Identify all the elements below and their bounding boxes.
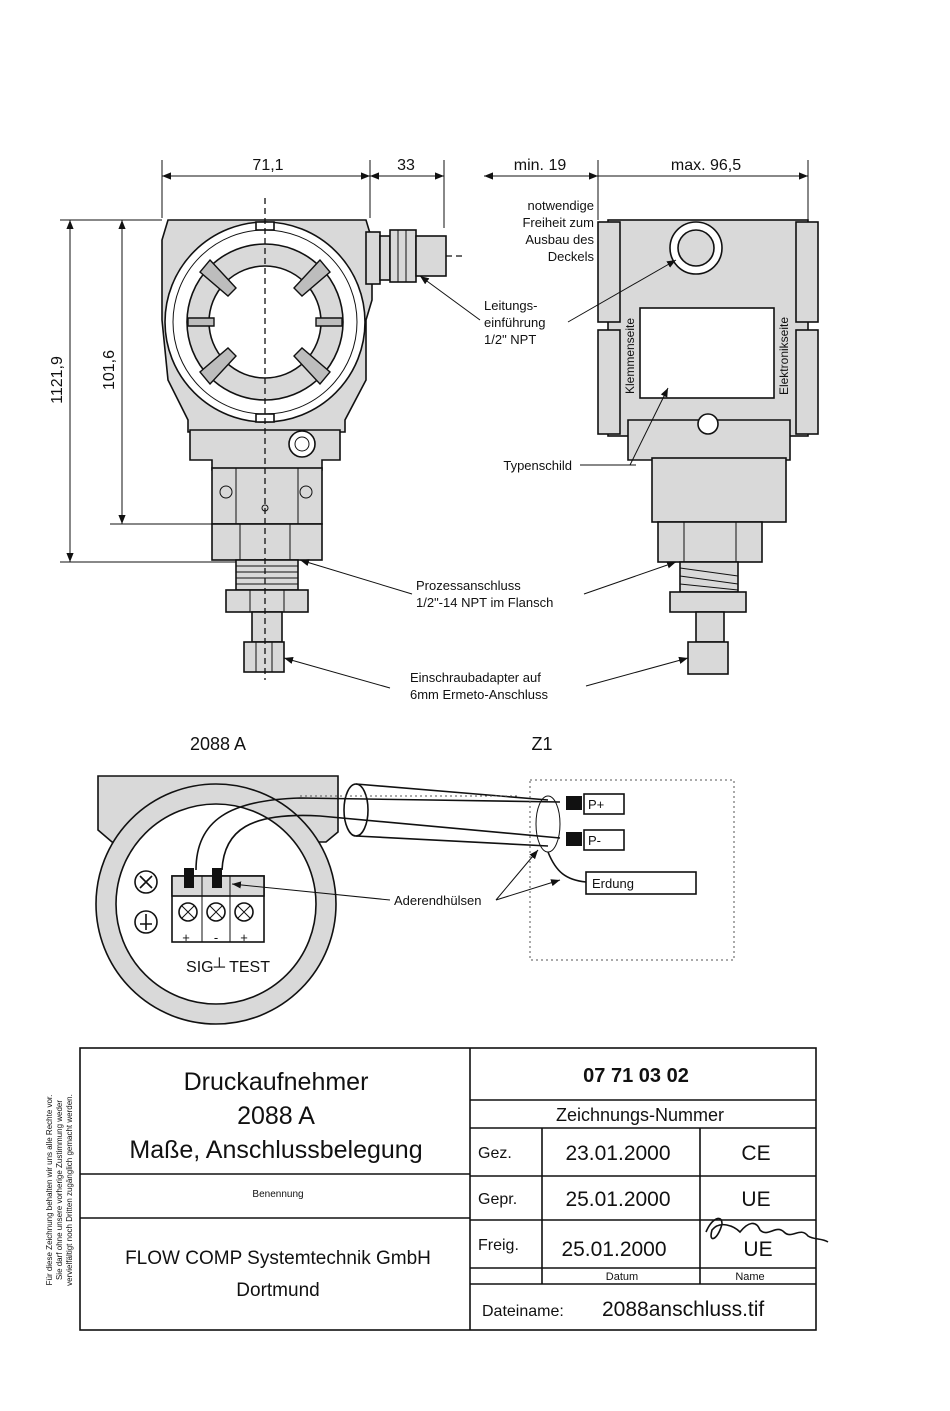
gepr-label: Gepr. [478, 1191, 517, 1208]
side-note-3: vervielfältigt noch Dritten zugänglich g… [65, 1094, 74, 1286]
note-freiheit-4: Deckels [548, 249, 595, 264]
p-plus-label: P+ [588, 797, 604, 812]
prozess-label-1: Prozessanschluss [416, 578, 521, 593]
signature [705, 1217, 829, 1243]
terminal-plus: + [182, 930, 190, 945]
note-freiheit-2: Freiheit zum [522, 215, 594, 230]
gepr-name: UE [741, 1188, 770, 1211]
front-view [161, 198, 462, 680]
einschraub-label-2: 6mm Ermeto-Anschluss [410, 687, 548, 702]
benennung-label: Benennung [252, 1189, 303, 1200]
gez-date: 23.01.2000 [565, 1142, 670, 1165]
note-leitung-2: einführung [484, 315, 545, 330]
note-leitung-1: Leitungs- [484, 298, 537, 313]
title-block [79, 1047, 817, 1331]
dim-33: 33 [397, 157, 415, 174]
dim-min-19: min. 19 [514, 157, 567, 174]
terminal-plus-test: + [240, 930, 248, 945]
company-city: Dortmund [236, 1280, 319, 1301]
wiring-label-z1: Z1 [531, 734, 552, 754]
side-note-2: Sie darf ohne unsere vorherige Zustimmun… [55, 1100, 64, 1280]
gez-label: Gez. [478, 1145, 512, 1162]
typenschild-label: Typenschild [503, 458, 572, 473]
p-plus-box [583, 793, 625, 815]
terminal-minus: - [214, 930, 218, 945]
company-name: FLOW COMP Systemtechnik GmbH [125, 1248, 431, 1269]
dim-71-1: 71,1 [252, 157, 283, 174]
dim-121-9: 1121,9 [49, 356, 66, 404]
title-line-3: Maße, Anschlussbelegung [129, 1136, 422, 1164]
title-line-1: Druckaufnehmer [184, 1068, 369, 1096]
side-view [597, 219, 819, 675]
cable [195, 783, 587, 883]
dateiname-value: 2088anschluss.tif [602, 1298, 764, 1321]
dim-101-6: 101,6 [101, 350, 118, 390]
sig-test-label: SIG┴ TEST [186, 957, 270, 976]
z1-box [529, 779, 735, 961]
note-freiheit-1: notwendige [528, 198, 595, 213]
freig-name: UE [743, 1238, 772, 1261]
klemmenseite-label: Klemmenseite [623, 318, 637, 394]
einschraub-label-1: Einschraubadapter auf [410, 670, 541, 685]
p-minus-label: P- [588, 833, 601, 848]
note-leitung-3: 1/2" NPT [484, 332, 536, 347]
datum-label: Datum [606, 1271, 638, 1283]
aderendhuelsen-label: Aderendhülsen [394, 893, 481, 908]
erdung-label: Erdung [592, 876, 634, 891]
name-label: Name [735, 1271, 764, 1283]
dimension-lines [60, 160, 809, 563]
dateiname-label: Dateiname: [482, 1303, 564, 1320]
drawing-number: 07 71 03 02 [583, 1065, 689, 1087]
annotation-leaders [283, 259, 689, 689]
dim-max-96-5: max. 96,5 [671, 157, 741, 174]
side-note-1: Für diese Zeichnung behalten wir uns all… [45, 1095, 54, 1286]
freig-date: 25.01.2000 [561, 1238, 666, 1261]
title-line-2: 2088 A [237, 1102, 315, 1130]
freig-label: Freig. [478, 1237, 519, 1254]
note-freiheit-3: Ausbau des [525, 232, 594, 247]
p-minus-box [583, 829, 625, 851]
prozess-label-2: 1/2"-14 NPT im Flansch [416, 595, 553, 610]
elektronikseite-label: Elektronikseite [777, 317, 791, 395]
erdung-box [585, 871, 697, 895]
gepr-date: 25.01.2000 [565, 1188, 670, 1211]
wiring-label-2088a: 2088 A [190, 734, 246, 754]
gez-name: CE [741, 1142, 770, 1165]
terminal-housing [95, 775, 339, 1025]
zeichnungs-nummer-label: Zeichnungs-Nummer [556, 1105, 724, 1125]
